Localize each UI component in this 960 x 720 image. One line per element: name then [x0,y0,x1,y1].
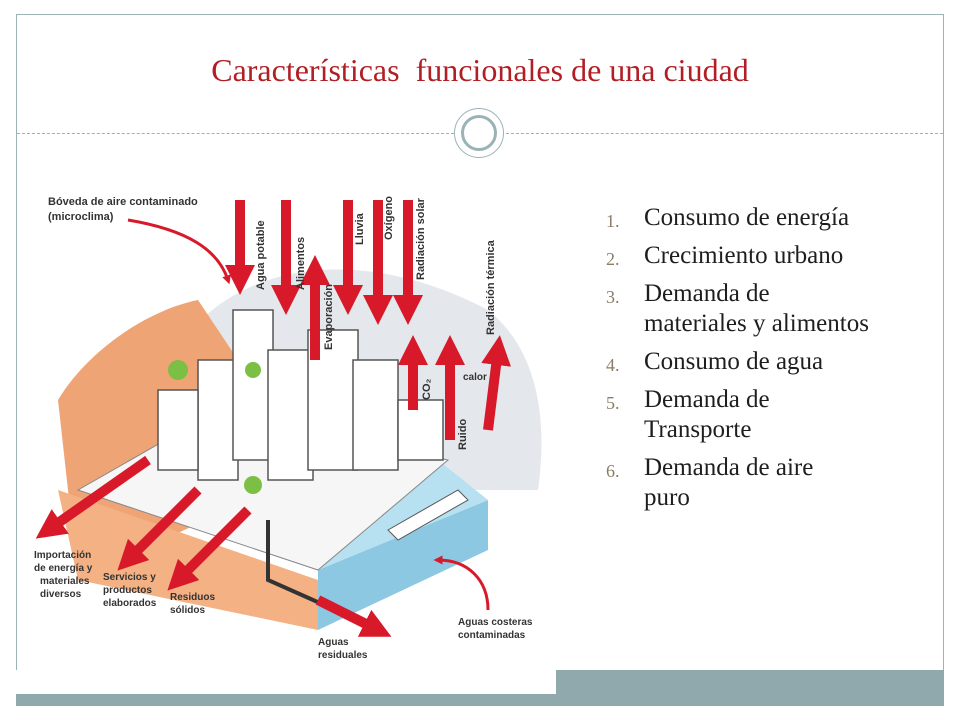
arrow-aguas-residuales [315,595,392,637]
arrow-servicios [117,486,202,571]
label-servicios-2: productos [103,585,152,596]
label-evaporacion: Evaporación [323,284,335,350]
label-oxigeno: Oxígeno [383,196,395,240]
trees [168,360,262,494]
list-text: Demanda de Transporte [644,386,770,443]
label-importacion-4: diversos [40,589,82,600]
label-aguas-residuales-2: residuales [318,650,368,661]
list-item: 2. Crecimiento urbano [606,241,869,271]
arrow-importacion [35,455,151,539]
ship [387,489,469,541]
list-text: Demanda de aire puro [644,454,814,511]
label-aguas-residuales-1: Aguas [318,637,349,648]
arrow-residuos [167,506,252,591]
slide-title: Características funcionales de una ciuda… [211,52,749,88]
arrow-radiacion-termica [481,335,512,431]
label-servicios-1: Servicios y [103,572,156,583]
label-lluvia: Lluvia [354,212,366,245]
label-dome-1: Bóveda de aire contaminado [48,196,198,208]
label-servicios-3: elaborados [103,598,157,609]
characteristics-list: 1. Consumo de energía 2. Crecimiento urban… [606,203,869,521]
label-calor: calor [463,372,487,383]
list-number: 6. [606,461,620,481]
label-residuos-2: sólidos [170,605,205,616]
city-buildings [157,309,444,481]
label-alimentos: Alimentos [295,237,307,290]
label-aguas-costeras-1: Aguas costeras [458,617,533,628]
list-item: 4. Consumo de agua [606,347,869,377]
list-item: 6. Demanda de aire puro [606,453,869,513]
list-item: 5. Demanda de Transporte [606,385,869,445]
label-radiacion-termica: Radiación térmica [485,239,497,335]
list-number: 4. [606,355,620,375]
list-number: 3. [606,287,620,307]
label-radiacion-solar: Radiación solar [415,197,427,280]
list-text: Demanda de materiales y alimentos [644,280,869,337]
label-importacion-2: de energía y [34,563,93,574]
list-number: 1. [606,211,620,231]
label-importacion-3: materiales [40,576,90,587]
list-number: 5. [606,393,620,413]
list-text: Consumo de energía [644,204,850,231]
list-text: Crecimiento urbano [644,242,844,269]
list-number: 2. [606,249,620,269]
divider-ornament [454,108,504,158]
label-importacion-1: Importación [34,550,91,561]
label-dome-2: (microclima) [48,211,114,223]
label-aguas-costeras-2: contaminadas [458,630,526,641]
label-co2: CO₂ [421,379,433,401]
label-agua-potable: Agua potable [255,220,267,290]
slide-footer-bar-mask [16,670,556,694]
list-item: 1. Consumo de energía [606,203,869,233]
list-item: 3. Demanda de materiales y alimentos [606,279,869,339]
list-text: Consumo de agua [644,348,824,375]
arrow-coastal-pointer [433,555,490,611]
city-metabolism-illustration: Bóveda de aire contaminado (microclima) … [34,196,542,661]
sea-block [318,500,488,630]
label-residuos-1: Residuos [170,592,215,603]
label-ruido: Ruido [457,419,469,450]
arrow-dome-pointer [127,218,231,285]
